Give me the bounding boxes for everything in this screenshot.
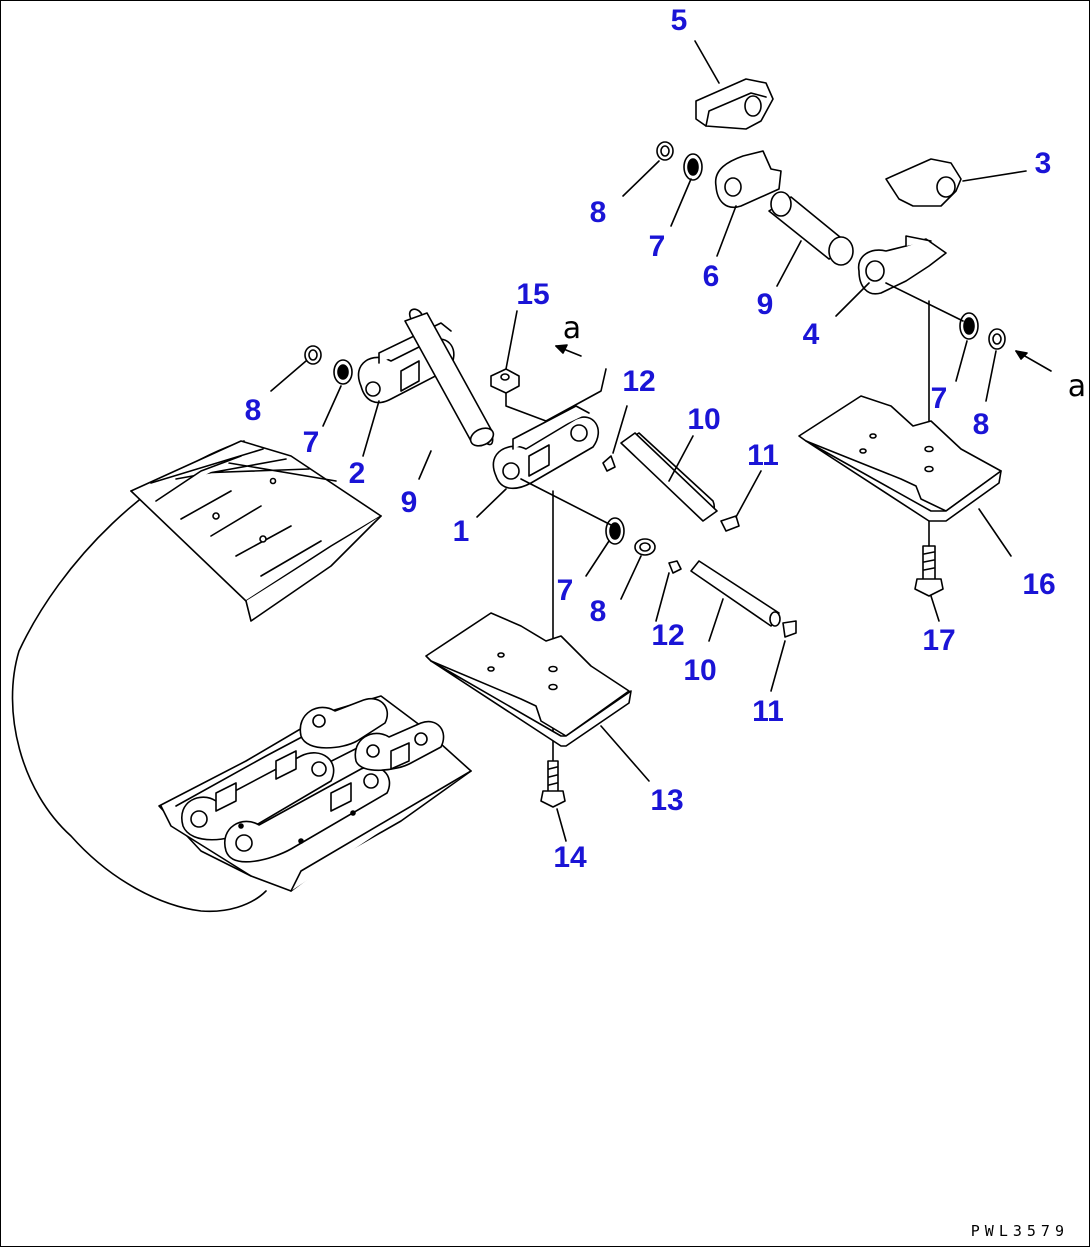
callout-part-6: 6 xyxy=(702,260,720,293)
callout-part-8: 8 xyxy=(589,595,607,628)
callout-part-1: 1 xyxy=(452,515,470,548)
link-group-upper-right xyxy=(656,78,1052,472)
callout-part-4: 4 xyxy=(802,318,820,351)
callout-part-7: 7 xyxy=(302,426,320,459)
view-marker-a-center: a xyxy=(562,311,582,346)
callout-leaders xyxy=(270,40,1027,842)
callout-part-8: 8 xyxy=(589,196,607,229)
callout-part-13: 13 xyxy=(650,784,684,817)
callout-part-9: 9 xyxy=(400,486,418,519)
callout-part-14: 14 xyxy=(553,841,587,874)
callout-part-11: 11 xyxy=(752,695,784,728)
view-marker-a-right: a xyxy=(1067,369,1087,404)
callout-part-12: 12 xyxy=(622,365,656,398)
callout-part-3: 3 xyxy=(1034,147,1052,180)
link-group-left xyxy=(304,308,495,447)
master-link-group-center xyxy=(490,344,797,782)
callout-part-7: 7 xyxy=(930,382,948,415)
callout-part-17: 17 xyxy=(922,624,956,657)
callout-part-10: 10 xyxy=(687,403,721,436)
track-shoe-16 xyxy=(798,395,1002,597)
callout-part-7: 7 xyxy=(648,230,666,263)
callout-part-2: 2 xyxy=(348,457,366,490)
callout-part-9: 9 xyxy=(756,288,774,321)
callout-part-15: 15 xyxy=(516,278,550,311)
drawing-reference-code: PWL3579 xyxy=(970,1222,1069,1240)
callout-part-8: 8 xyxy=(244,394,262,427)
callout-part-12: 12 xyxy=(651,619,685,652)
track-chain-assembly xyxy=(11,440,472,913)
track-shoe-13 xyxy=(425,612,632,808)
callout-part-5: 5 xyxy=(670,4,688,37)
callout-part-11: 11 xyxy=(747,439,779,472)
callout-part-8: 8 xyxy=(972,408,990,441)
callout-part-10: 10 xyxy=(683,654,717,687)
callout-part-16: 16 xyxy=(1022,568,1056,601)
callout-part-7: 7 xyxy=(556,574,574,607)
